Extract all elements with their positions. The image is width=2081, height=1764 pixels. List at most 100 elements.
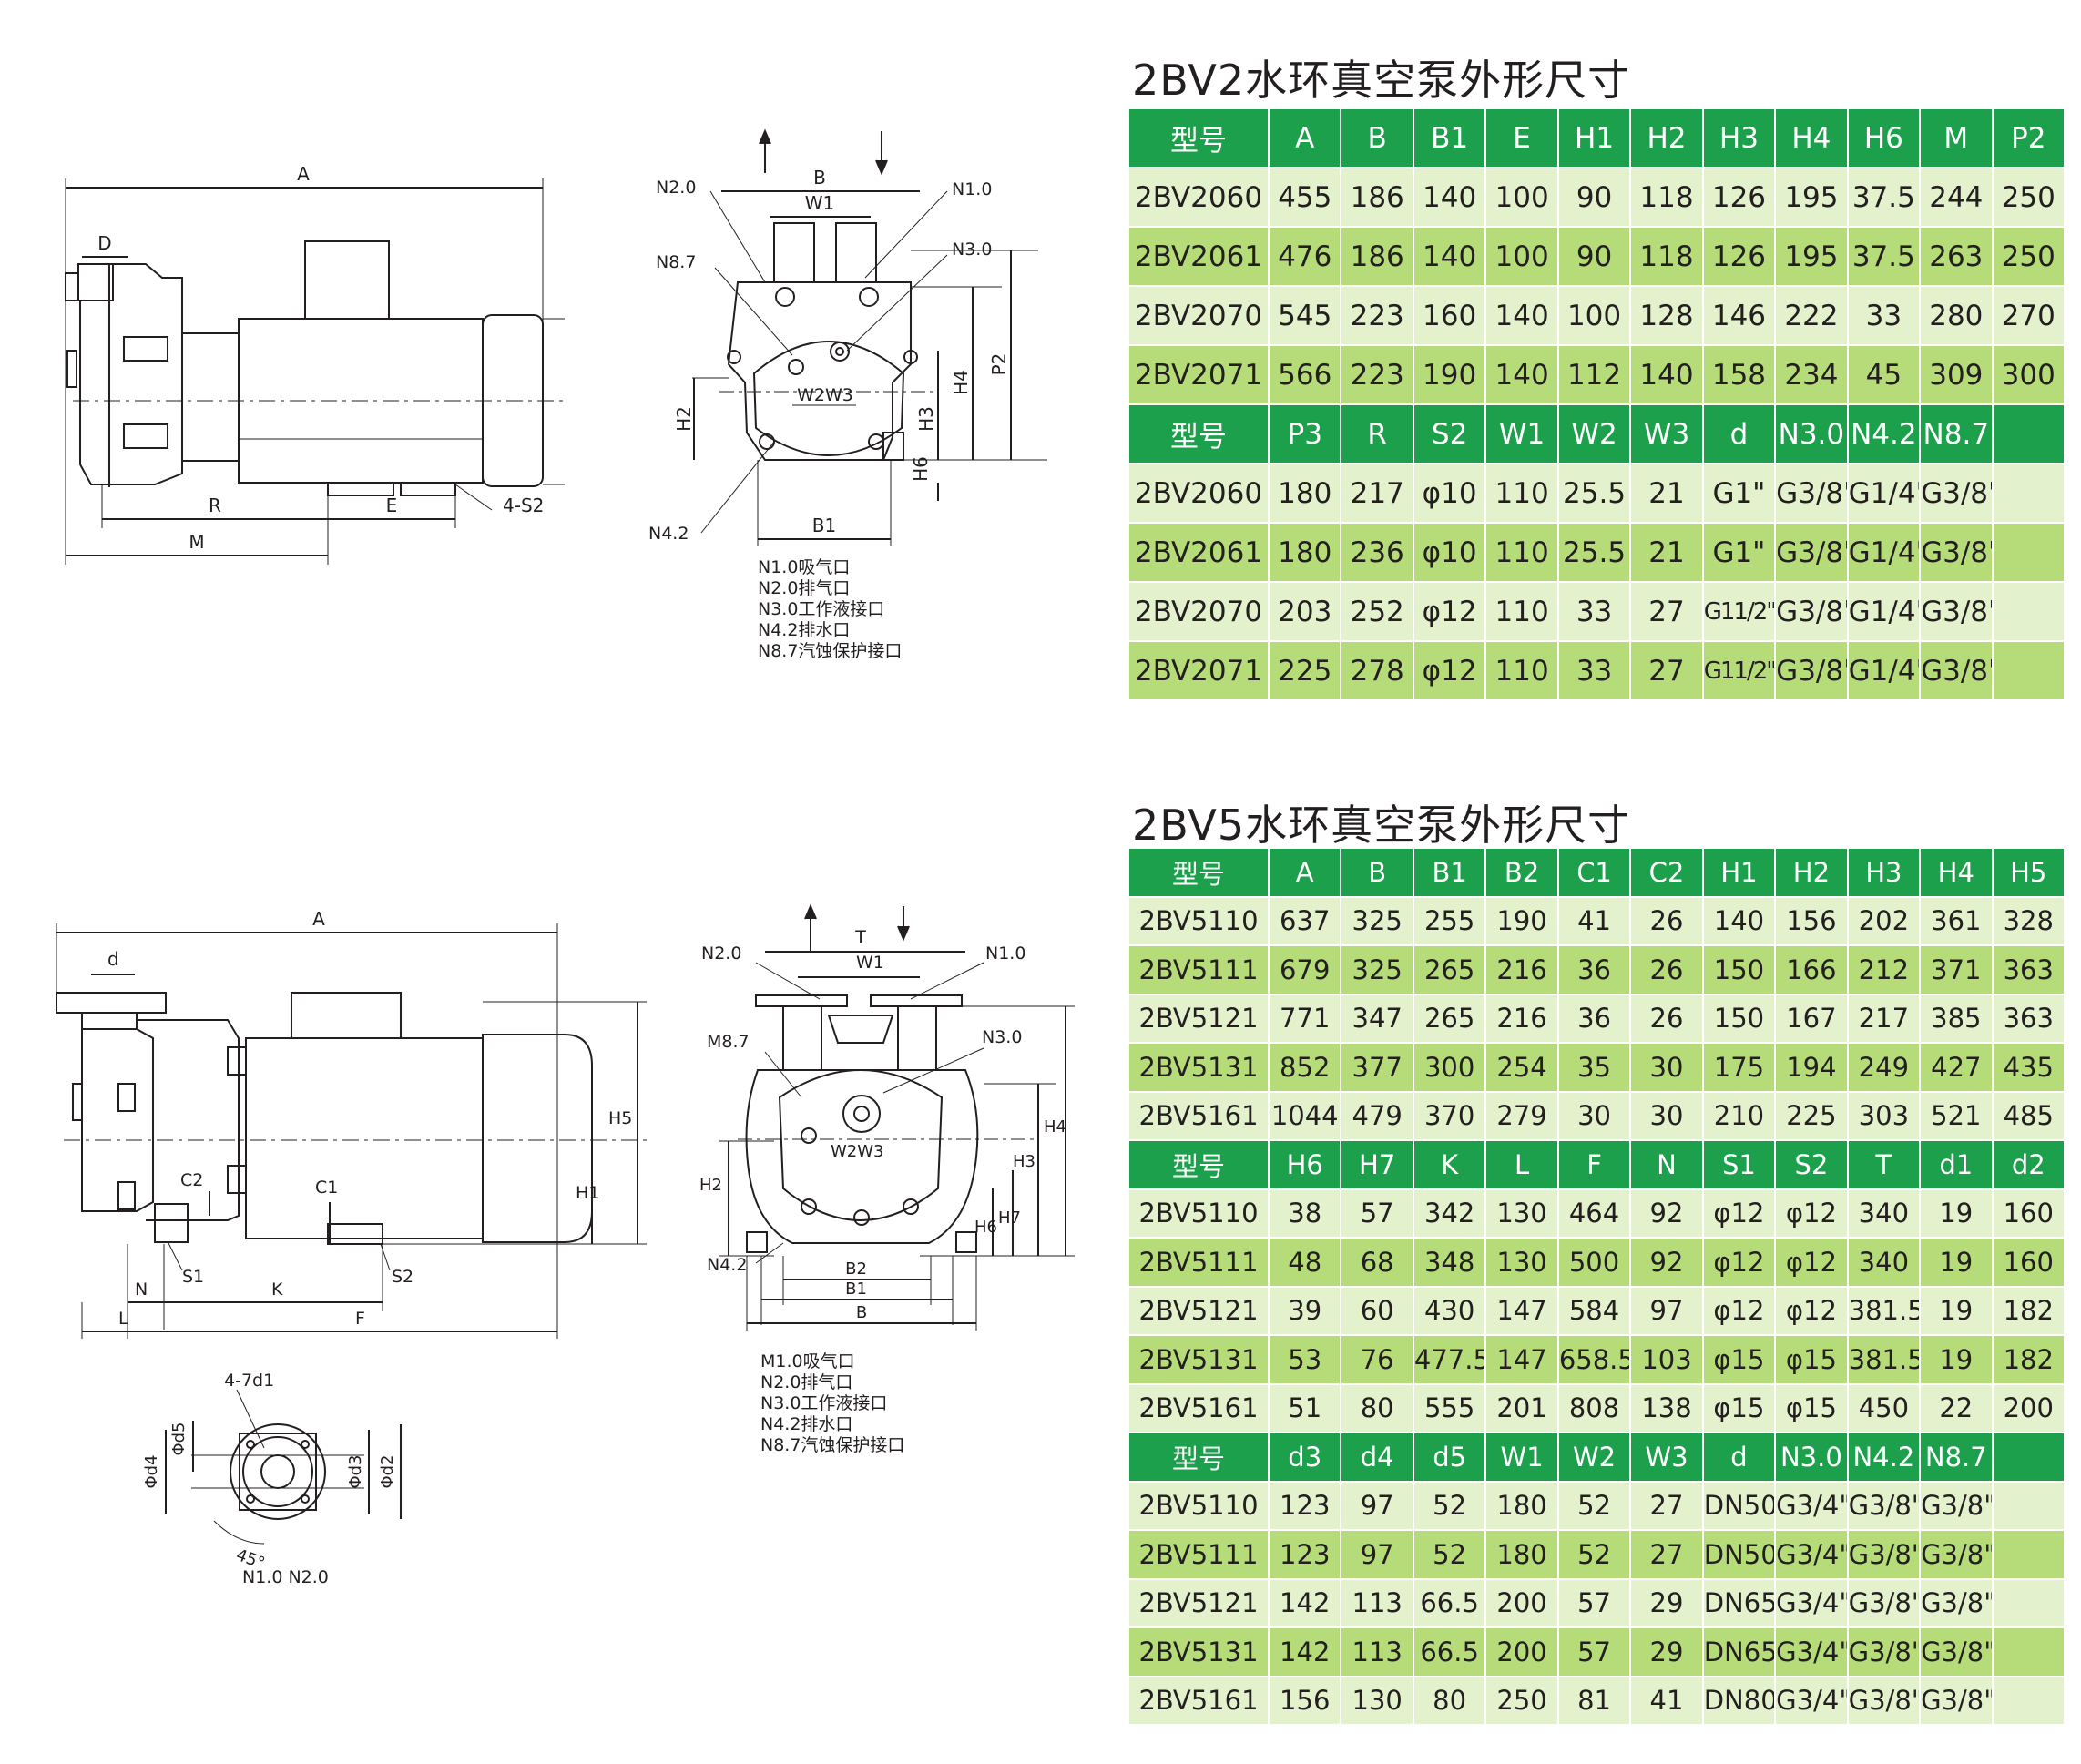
table-header-cell: d4	[1341, 1433, 1413, 1481]
table-cell: φ12	[1703, 1189, 1775, 1237]
table-cell: φ12	[1413, 583, 1485, 640]
bv2-front-dim-H4: H4	[950, 370, 972, 395]
table-header-cell: C1	[1558, 849, 1630, 896]
table-cell: 35	[1558, 1044, 1630, 1091]
bv5-flange-dim-d5: Φd5	[169, 1422, 189, 1455]
table-cell: 51	[1270, 1384, 1341, 1432]
model-cell: 2BV2071	[1129, 642, 1268, 699]
bv2-side-view-drawing: A D P3 H1 R E M 4-S2	[55, 155, 565, 583]
table-cell: 361	[1921, 897, 1992, 944]
table-cell: 340	[1848, 1239, 1920, 1286]
bv2-front-dim-H6: H6	[910, 456, 932, 482]
table-cell: 21	[1631, 524, 1702, 581]
table-cell: 658.5	[1558, 1336, 1630, 1383]
legend-item: N1.0吸气口	[758, 557, 851, 577]
table-cell: G3/8"	[1921, 1677, 1992, 1724]
table-cell: 637	[1270, 897, 1341, 944]
table-cell: G3/8"	[1921, 1628, 1992, 1676]
table-cell: 250	[1486, 1677, 1557, 1724]
bv5-side-dim-S2: S2	[392, 1267, 413, 1287]
model-cell: 2BV5110	[1129, 897, 1268, 944]
table-cell: G3/4"	[1776, 1482, 1847, 1529]
table-header-cell: H6	[1270, 1141, 1341, 1188]
table-cell: 30	[1558, 1092, 1630, 1139]
table-cell: 26	[1631, 897, 1702, 944]
table-cell	[1993, 642, 2064, 699]
table-cell: 26	[1631, 946, 1702, 994]
table-cell: G3/4"	[1776, 1579, 1847, 1626]
table-cell: G3/8"	[1848, 1628, 1920, 1676]
bv5-front-label-M8.7: M8.7	[707, 1032, 750, 1052]
bv5-side-dim-C2: C2	[180, 1170, 203, 1190]
table-row: 2BV2071225278φ121103327G11/2"G3/8"G1/4"G…	[1129, 642, 2064, 699]
table-cell: G3/8"	[1776, 524, 1847, 581]
table-cell: φ15	[1776, 1384, 1847, 1432]
table-cell: 140	[1703, 897, 1775, 944]
table-cell: 252	[1341, 583, 1413, 640]
table-cell: 110	[1486, 464, 1557, 522]
table-cell: 186	[1341, 228, 1413, 285]
table-cell: 300	[1993, 346, 2064, 403]
table-cell: φ12	[1776, 1287, 1847, 1334]
table-cell: 100	[1486, 168, 1557, 226]
table-header-cell: d3	[1270, 1433, 1341, 1481]
table-cell: φ12	[1776, 1189, 1847, 1237]
table-cell: 521	[1921, 1092, 1992, 1139]
table-cell: 76	[1341, 1336, 1413, 1383]
table-cell: 39	[1270, 1287, 1341, 1334]
table-cell: 464	[1558, 1189, 1630, 1237]
table-cell: 36	[1558, 946, 1630, 994]
table-cell: 80	[1341, 1384, 1413, 1432]
table-cell: 26	[1631, 994, 1702, 1042]
table-cell: 81	[1558, 1677, 1630, 1724]
table-cell: 250	[1993, 228, 2064, 285]
table-cell: 180	[1486, 1482, 1557, 1529]
table-cell	[1993, 464, 2064, 522]
model-cell: 2BV5111	[1129, 1531, 1268, 1578]
table-cell: G1/4"	[1848, 524, 1920, 581]
table-cell: 303	[1848, 1092, 1920, 1139]
table-cell: 97	[1341, 1531, 1413, 1578]
table-cell: G11/2"	[1703, 583, 1775, 640]
table-header-cell: B2	[1486, 849, 1557, 896]
table-cell: 300	[1413, 1044, 1485, 1091]
bv5-flange-dim-d2: Φd2	[378, 1454, 397, 1488]
table-cell: 19	[1921, 1239, 1992, 1286]
table-cell: 112	[1558, 346, 1630, 403]
table-header-cell: B	[1341, 849, 1413, 896]
table-cell: G3/4"	[1776, 1628, 1847, 1676]
model-cell: 2BV2070	[1129, 287, 1268, 344]
table-cell: 182	[1993, 1336, 2064, 1383]
table-header-cell: A	[1270, 849, 1341, 896]
table-cell: 156	[1776, 897, 1847, 944]
table-cell: 255	[1413, 897, 1485, 944]
table-cell: 202	[1848, 897, 1920, 944]
table-cell	[1993, 1579, 2064, 1626]
bv5-side-dim-N: N	[135, 1280, 148, 1300]
table-cell: 249	[1848, 1044, 1920, 1091]
table-cell: 52	[1558, 1531, 1630, 1578]
bv5-side-dim-C1: C1	[315, 1178, 338, 1198]
table-cell: 328	[1993, 897, 2064, 944]
table-header-cell: H5	[1993, 849, 2064, 896]
bv2-side-dim-A: A	[297, 163, 310, 185]
model-cell: 2BV5161	[1129, 1384, 1268, 1432]
table-cell	[1993, 1531, 2064, 1578]
table-cell: 27	[1631, 1531, 1702, 1578]
table-cell: G3/8"	[1921, 642, 1992, 699]
table-cell: 340	[1848, 1189, 1920, 1237]
table-header-cell: 型号	[1129, 405, 1268, 463]
bv5-side-dim-H5: H5	[608, 1108, 632, 1128]
table-cell: 309	[1921, 346, 1992, 403]
table-cell: 1044	[1270, 1092, 1341, 1139]
